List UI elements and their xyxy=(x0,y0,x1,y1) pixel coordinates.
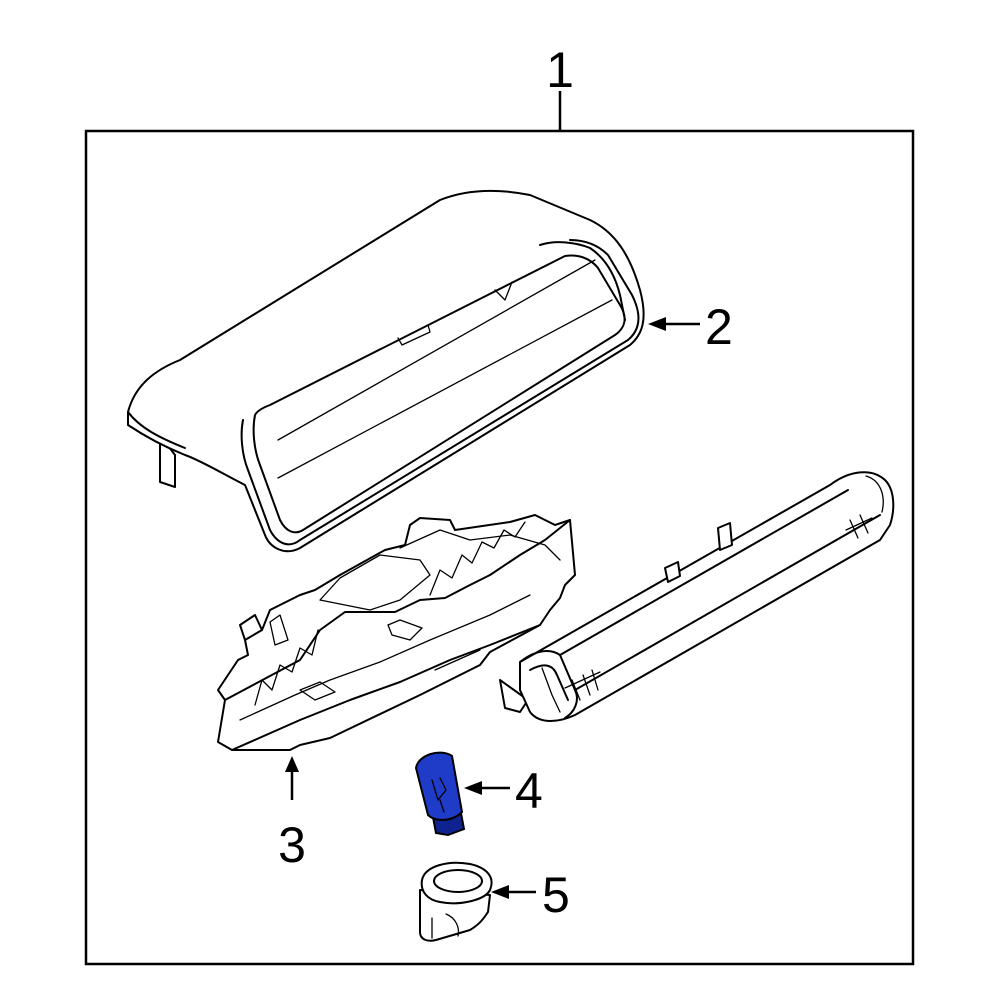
assembly-frame xyxy=(84,129,915,966)
part-4-bulb[interactable] xyxy=(414,751,466,837)
part-3-socket-bracket[interactable] xyxy=(217,514,576,751)
callout-3[interactable]: 3 xyxy=(278,817,306,873)
callout-4[interactable]: 4 xyxy=(515,763,543,819)
callout-5-arrowhead xyxy=(491,885,509,899)
callout-1[interactable]: 1 xyxy=(546,42,574,98)
callout-3-arrowhead xyxy=(285,756,299,772)
part-5-socket[interactable] xyxy=(419,861,493,942)
callout-5[interactable]: 5 xyxy=(542,867,570,923)
bulb-glass xyxy=(414,751,464,821)
part-2-housing-cover[interactable] xyxy=(127,189,645,553)
callout-2-arrowhead xyxy=(648,317,666,331)
callout-2[interactable]: 2 xyxy=(705,299,733,355)
part-lens-assembly[interactable] xyxy=(499,471,895,722)
callout-4-arrowhead xyxy=(464,781,482,795)
